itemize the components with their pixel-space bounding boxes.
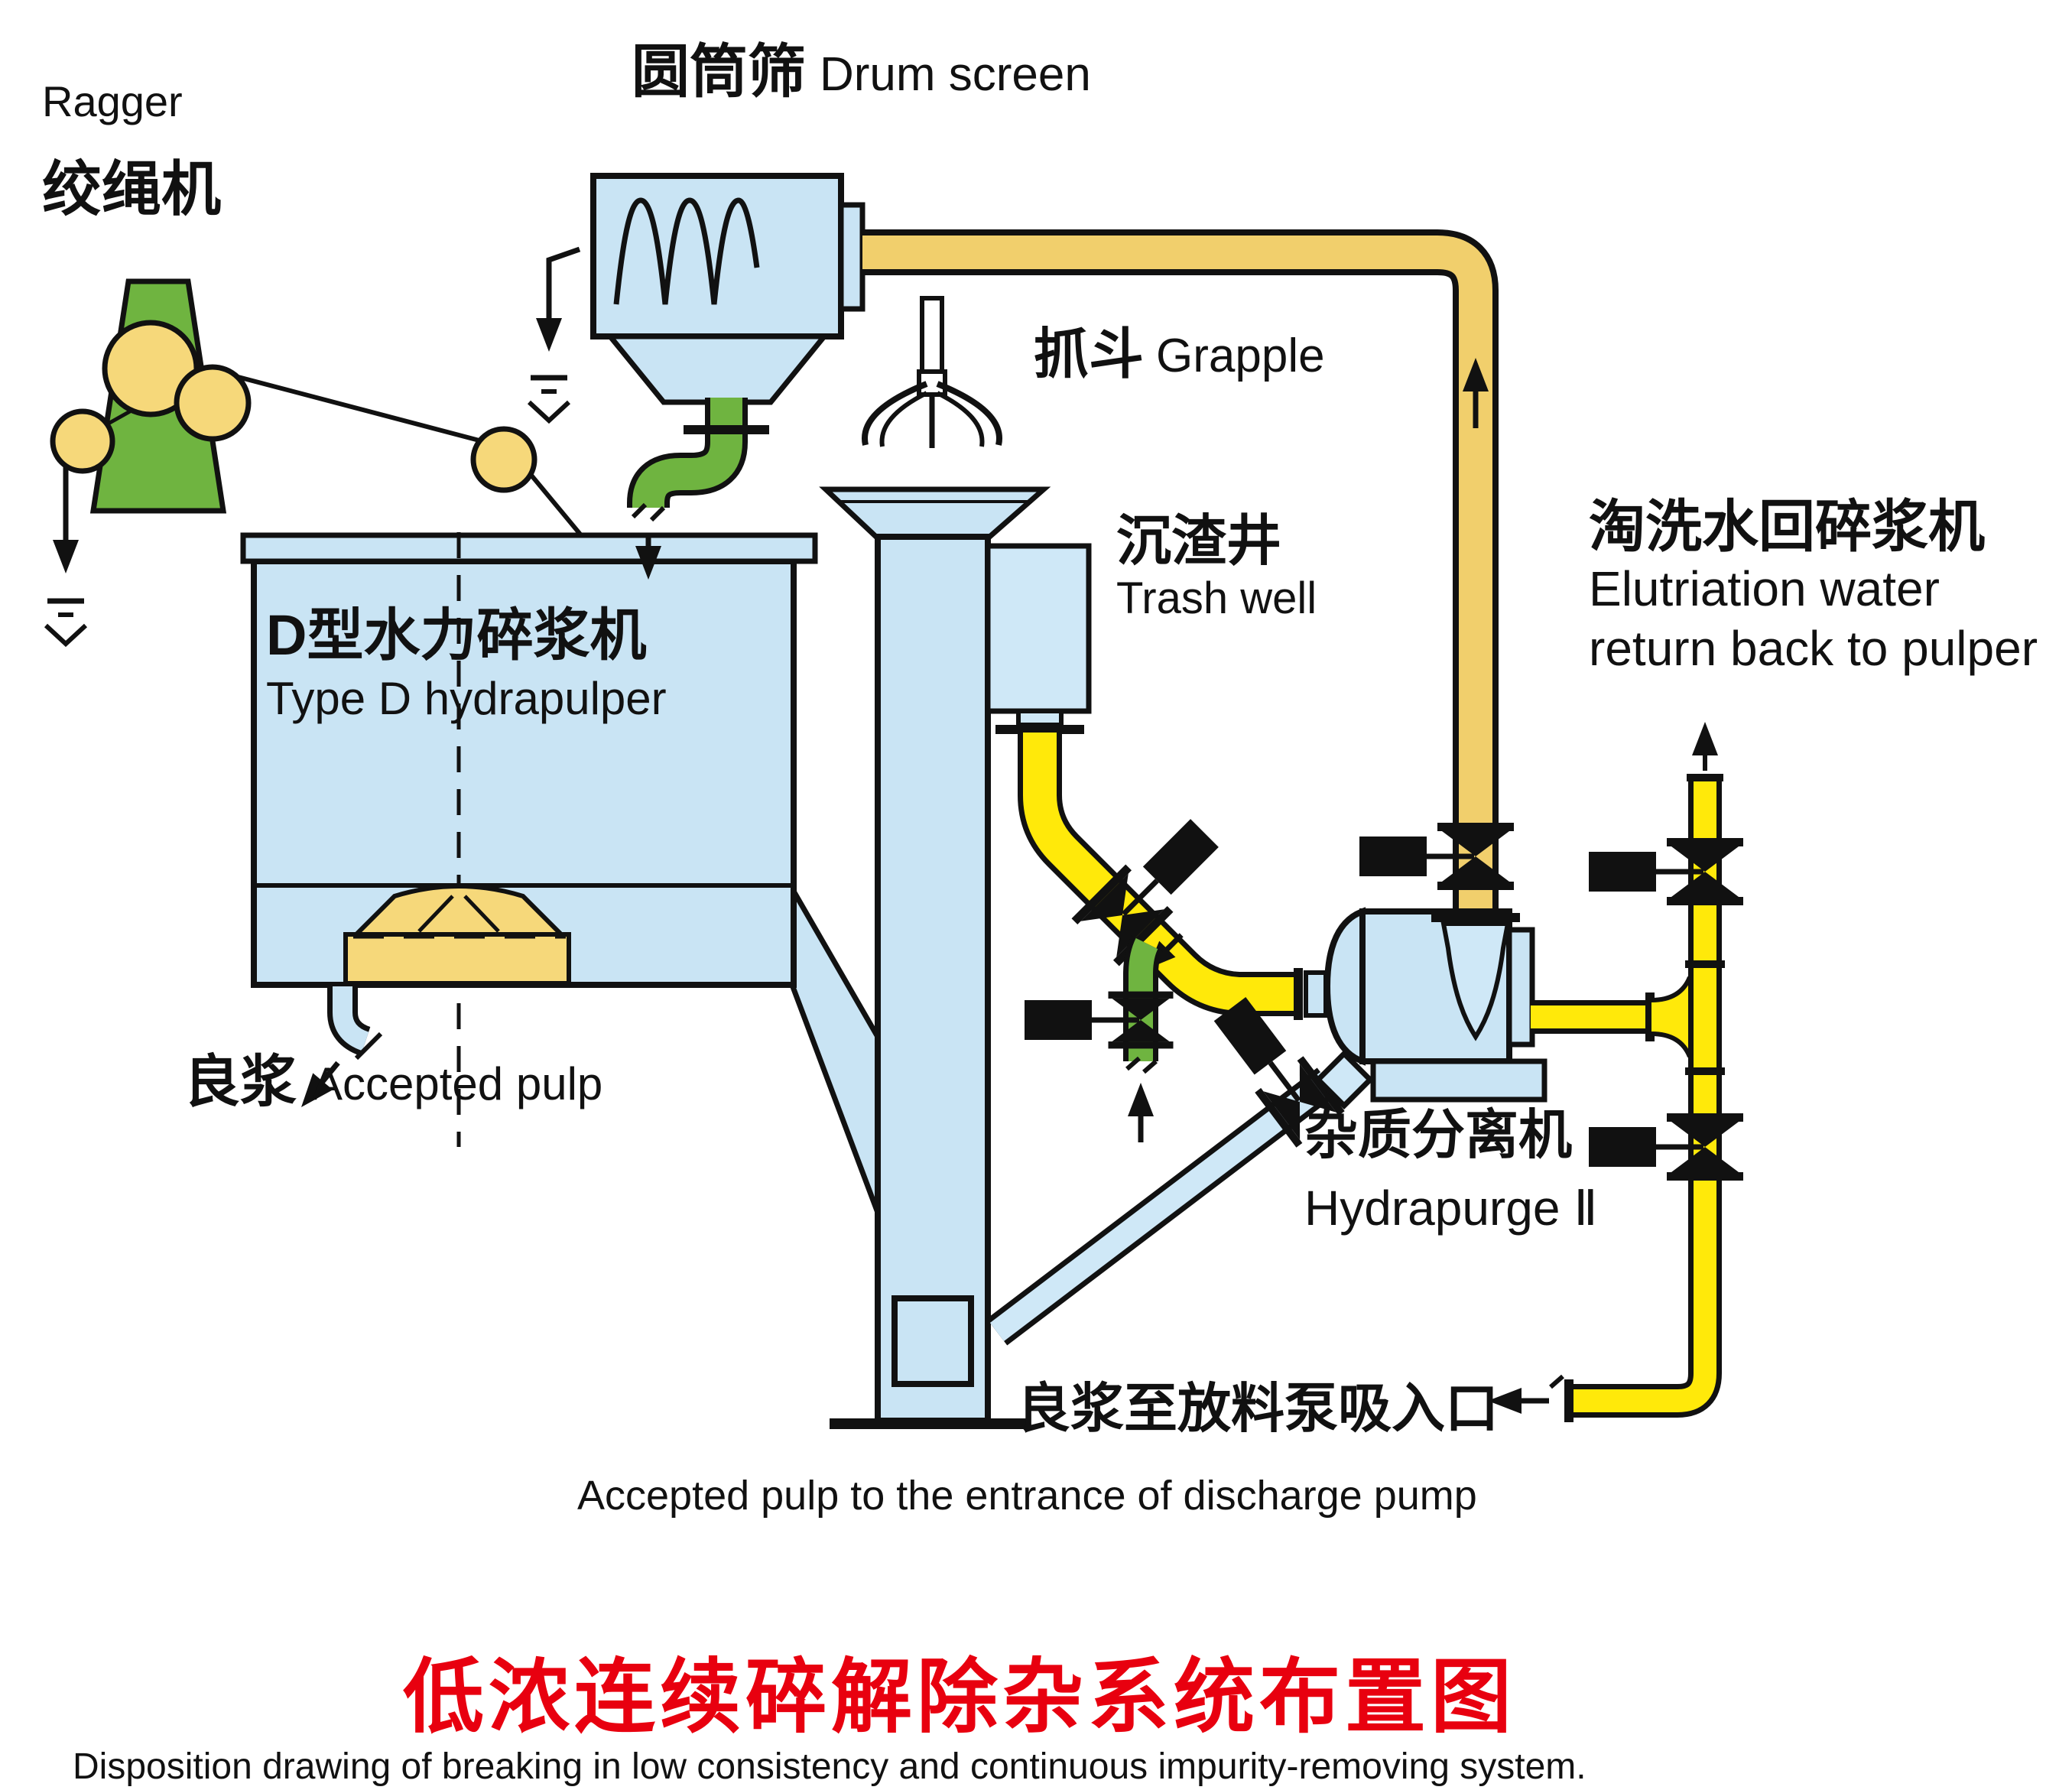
trash-well-unit bbox=[819, 486, 1092, 1429]
dilution-branch bbox=[1025, 935, 1174, 1142]
ragger-arrowhead-icon bbox=[53, 540, 79, 573]
pipe-break-tick bbox=[1549, 1374, 1564, 1389]
grapple-label-zh: 抓斗 bbox=[1034, 324, 1144, 385]
pipe-break-tick bbox=[631, 502, 648, 519]
pump-left-cap bbox=[1323, 907, 1366, 1066]
pipe-break-tick bbox=[1125, 1056, 1141, 1071]
ragger-label-en: Ragger bbox=[42, 77, 183, 125]
drain-arrowhead-icon bbox=[536, 318, 562, 352]
valve-actuator-icon bbox=[1589, 1127, 1703, 1167]
rotor-vane-left bbox=[417, 895, 454, 933]
pump-top-funnel bbox=[1440, 921, 1511, 1041]
dilution-flow-arrow-icon bbox=[1128, 1083, 1154, 1116]
riser-flange bbox=[1685, 960, 1725, 968]
pulley-guide bbox=[470, 426, 537, 493]
drumscreen-return-pipe bbox=[627, 398, 769, 580]
grapple-shaft bbox=[920, 296, 944, 375]
accepted-pulp-label-en: Accepted pulp bbox=[312, 1058, 602, 1109]
drain-level-icon bbox=[527, 375, 571, 424]
page-title: 低浓连续碎解除杂系统布置图 bbox=[403, 1652, 1516, 1743]
elutriation-label-en2: return back to pulper bbox=[1589, 621, 2038, 676]
tee-flare-edge bbox=[1651, 976, 1692, 1002]
trash-well-window bbox=[891, 1295, 974, 1387]
rotor-vane-right bbox=[463, 895, 500, 933]
ragger-rope-down bbox=[527, 471, 583, 537]
green-pipe-flange bbox=[684, 425, 769, 434]
tee-flare bbox=[1651, 980, 1688, 1054]
drum-screen-label-zh: 圆筒筛 bbox=[632, 40, 806, 105]
pump-inlet-flange bbox=[1294, 968, 1303, 1020]
hydrapurge-label-zh: 杂质分离机 bbox=[1304, 1105, 1572, 1165]
pulper-lid bbox=[240, 532, 818, 564]
drum-screen-funnel bbox=[604, 333, 830, 405]
riser-flange bbox=[1685, 1067, 1725, 1075]
pump-right-cap bbox=[1506, 927, 1535, 1048]
grapple-unit bbox=[862, 296, 1002, 448]
riser-top-arrow-icon bbox=[1692, 722, 1718, 755]
overflow-flange bbox=[995, 725, 1084, 734]
accepted-pulp-label-zh: 良浆 bbox=[183, 1050, 297, 1113]
drum-screen-wave bbox=[613, 197, 760, 305]
elutriation-label-en1: Elutriation water bbox=[1589, 561, 1940, 616]
tee-flare-edge bbox=[1651, 1031, 1692, 1058]
drumscreen-to-pump-pipe bbox=[862, 229, 1499, 922]
pipe-break-tick bbox=[649, 505, 666, 522]
rotor-base bbox=[343, 932, 571, 986]
ragger-unit bbox=[44, 278, 583, 648]
pulley-mid bbox=[174, 364, 252, 442]
discharge-end-flange bbox=[1564, 1379, 1573, 1422]
accepted-outlet-pipe-fill bbox=[333, 986, 369, 1051]
pump-top-flange bbox=[1431, 913, 1520, 922]
page-subtitle: Disposition drawing of breaking in low c… bbox=[73, 1746, 1586, 1787]
well-to-pump-pipe bbox=[1018, 733, 1328, 1020]
grapple-claw-right-inner bbox=[936, 391, 985, 447]
drum-screen-unit bbox=[527, 173, 865, 424]
grapple-claw-left bbox=[862, 381, 928, 446]
valve-actuator-icon bbox=[1589, 852, 1703, 892]
hydrapulper-label-en: Type D hydrapulper bbox=[266, 673, 667, 724]
hydrapulper-unit bbox=[240, 532, 881, 1214]
pump-drain-connector bbox=[1314, 1050, 1374, 1109]
rotor-dome bbox=[350, 884, 567, 937]
pulper-chute bbox=[789, 878, 881, 1214]
trash-well-column bbox=[875, 534, 991, 1424]
drum-screen-label-en: Drum screen bbox=[820, 48, 1091, 101]
drum-drain-arrow bbox=[546, 246, 581, 329]
ragger-label-zh: 绞绳机 bbox=[42, 155, 221, 223]
grapple-label-en: Grapple bbox=[1156, 330, 1325, 382]
elutriation-label-zh: 淘洗水回碎浆机 bbox=[1589, 495, 1985, 558]
pipe-break-tick bbox=[354, 1031, 383, 1061]
hydrapurge-unit bbox=[1323, 823, 1548, 1103]
trash-well-label-zh: 沉渣井 bbox=[1116, 511, 1281, 572]
riser-top-flange bbox=[1687, 774, 1723, 781]
pump-inlet-port bbox=[1304, 970, 1328, 1018]
overflow-neck bbox=[1016, 709, 1064, 727]
outlet-and-riser bbox=[1488, 722, 1743, 1422]
hydrapurge-label-en: Hydrapurge Ⅱ bbox=[1304, 1181, 1598, 1236]
pump-to-well-pipe bbox=[986, 997, 1374, 1346]
grapple-claw-right bbox=[936, 381, 1002, 446]
discharge-label-en: Accepted pulp to the entrance of dischar… bbox=[577, 1473, 1477, 1519]
discharge-label-zh: 良浆至放料泵吸入口 bbox=[1017, 1379, 1499, 1438]
pump-base bbox=[1370, 1058, 1548, 1103]
pulley-small bbox=[50, 408, 115, 474]
valve-actuator-icon bbox=[1025, 1000, 1139, 1040]
grapple-claw-left-inner bbox=[879, 391, 928, 447]
trash-well-label-en: Trash well bbox=[1116, 573, 1317, 623]
pipe-break-tick bbox=[1142, 1059, 1158, 1074]
drain-level-icon bbox=[44, 598, 88, 648]
ragger-rope bbox=[229, 372, 492, 446]
overflow-column bbox=[985, 543, 1092, 714]
trash-well-funnel bbox=[819, 486, 1051, 541]
drum-screen-flange bbox=[838, 202, 865, 312]
hydrapulper-label-zh: D型水力碎浆机 bbox=[266, 603, 646, 667]
drum-screen-box bbox=[590, 173, 844, 339]
